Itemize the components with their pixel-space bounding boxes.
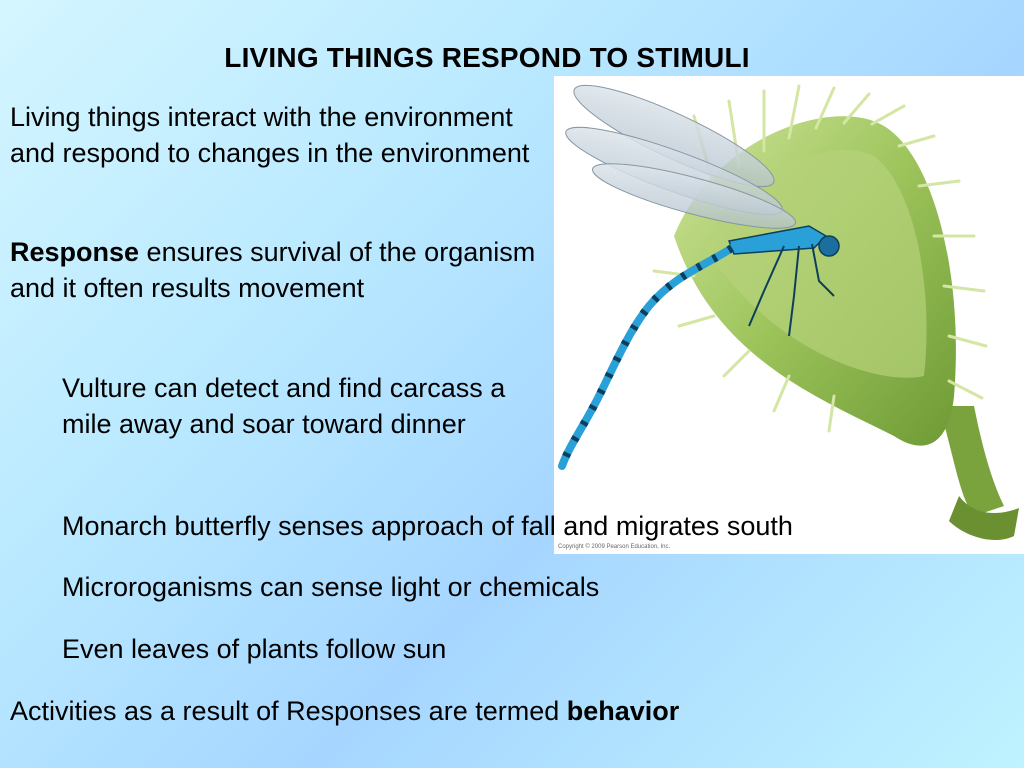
- behavior-term: behavior: [566, 696, 680, 726]
- slide-title: LIVING THINGS RESPOND TO STIMULI: [224, 42, 750, 73]
- venus-flytrap-dragonfly-photo: Copyright © 2009 Pearson Education, Inc.: [554, 76, 1024, 554]
- example-vulture: Vulture can detect and find carcass a mi…: [62, 373, 506, 439]
- paragraph-response: Response ensures survival of the organis…: [10, 234, 550, 306]
- dragonfly-wings: [565, 84, 797, 229]
- example-monarch: Monarch butterfly senses approach of fal…: [62, 511, 793, 541]
- example-leaves: Even leaves of plants follow sun: [62, 634, 447, 664]
- example-microorganisms: Microroganisms can sense light or chemic…: [62, 572, 600, 602]
- paragraph-interaction: Living things interact with the environm…: [10, 102, 530, 168]
- dragonfly-body: [558, 225, 840, 470]
- conclusion: Activities as a result of Responses are …: [10, 693, 960, 729]
- image-copyright: Copyright © 2009 Pearson Education, Inc.: [558, 544, 671, 550]
- photo-illustration: [558, 84, 1019, 541]
- response-description: ensures survival of the organism and it …: [10, 237, 536, 303]
- plant-stem: [939, 406, 1004, 516]
- response-term: Response: [10, 237, 140, 267]
- flytrap-bristles: [652, 84, 988, 433]
- conclusion-text: Activities as a result of Responses are …: [10, 696, 567, 726]
